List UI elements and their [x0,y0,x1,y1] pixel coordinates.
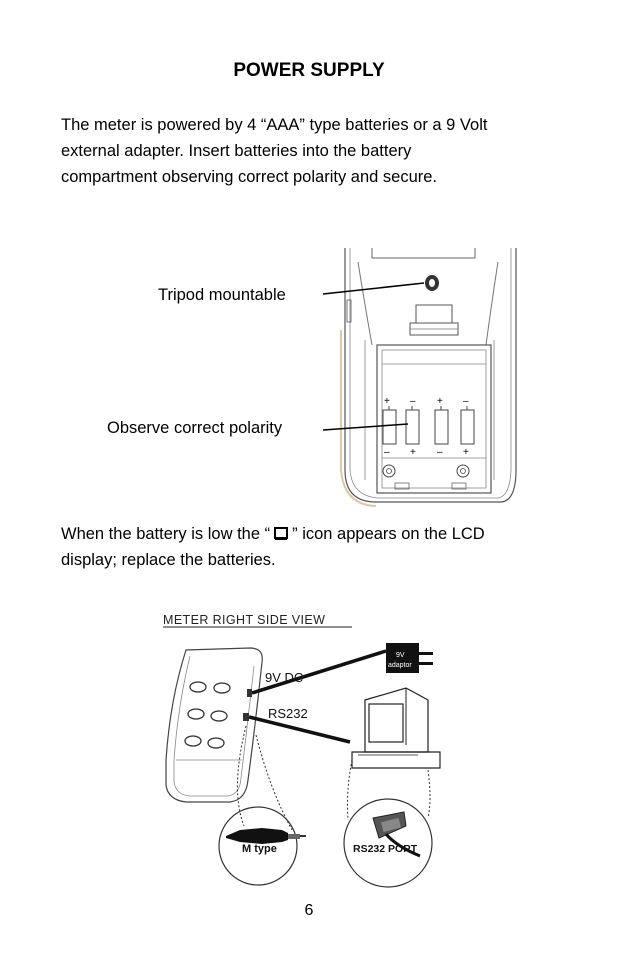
polarity-minus-2: – [463,396,469,407]
low-battery-paragraph: When the battery is low the “ ” icon appe… [61,521,581,573]
intro-paragraph: The meter is powered by 4 “AAA” type bat… [61,112,581,190]
connector-rs232-port-label: RS232 PORT [353,843,418,855]
page-title: POWER SUPPLY [233,60,385,81]
adaptor-label-9v: 9V [396,652,405,659]
intro-line-3: compartment observing correct polarity a… [61,168,438,186]
polarity-minus-4: – [437,447,443,458]
connector-mtype-label: M type [242,843,277,855]
low-battery-line-1: When the battery is low the “ ” icon appe… [61,521,581,547]
polarity-plus-1: + [384,396,390,407]
low-battery-line-2: display; replace the batteries. [61,551,276,569]
polarity-plus-3: + [410,447,416,458]
low-battery-text-after: ” icon appears on the LCD [292,525,485,543]
intro-line-1: The meter is powered by 4 “AAA” type bat… [61,116,488,134]
polarity-plus-2: + [437,396,443,407]
polarity-minus-1: – [410,396,416,407]
polarity-minus-3: – [384,447,390,458]
battery-icon [270,521,292,547]
label-rs232: RS232 [268,706,308,721]
label-9v-dc: 9V DC [265,670,303,685]
low-battery-text-before: When the battery is low the “ [61,525,271,543]
adaptor-label-adaptor: adaptor [388,662,412,669]
side-view-heading: METER RIGHT SIDE VIEW [163,613,325,627]
page-number: 6 [304,902,314,919]
polarity-plus-4: + [463,447,469,458]
callout-tripod-mountable: Tripod mountable [158,286,286,304]
callout-observe-polarity: Observe correct polarity [107,419,283,437]
intro-line-2: external adapter. Insert batteries into … [61,142,412,160]
